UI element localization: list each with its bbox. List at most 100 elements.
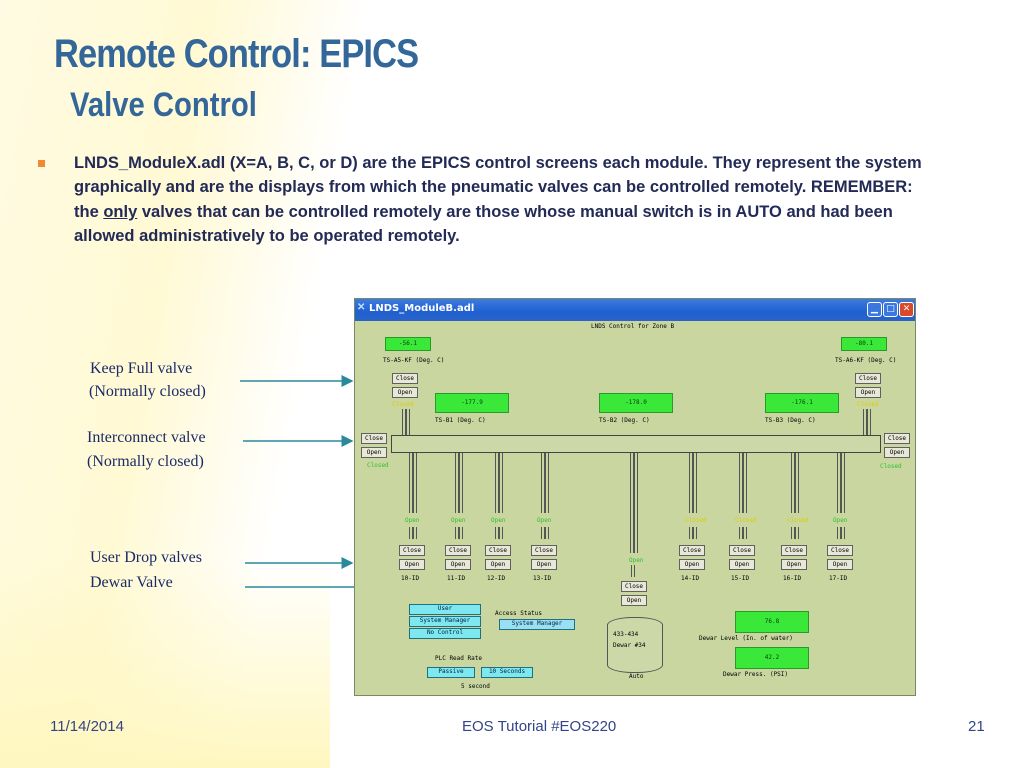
plc-read-rate-label: PLC Read Rate	[435, 655, 482, 662]
drop-valve-open-button[interactable]: Open	[399, 559, 425, 570]
epics-window: ✕ LNDS_ModuleB.adl ▁ □ ✕ LNDS Control fo…	[354, 298, 916, 696]
pipe	[406, 409, 410, 435]
drop-valve-status: Closed	[685, 517, 707, 524]
readout-ts-a5: -56.1	[385, 337, 431, 351]
readout-dewar-press-label: Dewar Press. (PSI)	[723, 671, 789, 678]
pipe	[495, 453, 499, 513]
pipe	[863, 409, 867, 435]
drop-valve-status: Closed	[735, 517, 757, 524]
dewar-valve-status: Open	[629, 557, 644, 564]
readout-ts-a6-label: TS-A6-KF (Deg. C)	[835, 357, 897, 364]
readout-ts-b2-label: TS-B2 (Deg. C)	[599, 417, 650, 424]
keep-full-right-status: Closed	[857, 401, 879, 408]
interconnect-left-open-button[interactable]: Open	[361, 447, 387, 458]
body-paragraph: LNDS_ModuleX.adl (X=A, B, C, or D) are t…	[74, 151, 924, 248]
drop-valve-status: Open	[491, 517, 506, 524]
access-status-value: System Manager	[499, 619, 575, 630]
label-keep-full: Keep Full valve	[90, 360, 193, 377]
window-titlebar[interactable]: ✕ LNDS_ModuleB.adl ▁ □ ✕	[355, 299, 915, 321]
app-icon: ✕	[357, 302, 366, 313]
drop-valve-open-button[interactable]: Open	[485, 559, 511, 570]
pipe	[689, 453, 693, 513]
body-text-emphasis: only	[103, 202, 138, 221]
drop-valve-close-button[interactable]: Close	[729, 545, 755, 556]
drop-valve-close-button[interactable]: Close	[781, 545, 807, 556]
label-interconnect-normally: (Normally closed)	[87, 453, 204, 470]
slide-subtitle: Valve Control	[70, 86, 257, 124]
dewar-mode: Auto	[629, 673, 644, 680]
slide-title: Remote Control: EPICS	[54, 32, 419, 76]
minimize-icon[interactable]: ▁	[867, 302, 882, 317]
dewar-vessel	[607, 617, 663, 673]
access-nocontrol-button[interactable]: No Control	[409, 628, 481, 639]
drop-valve-id: 13-ID	[533, 575, 552, 582]
label-dewar-valve: Dewar Valve	[90, 574, 173, 591]
drop-valve-close-button[interactable]: Close	[679, 545, 705, 556]
drop-valve-close-button[interactable]: Close	[445, 545, 471, 556]
drop-valve-id: 12-ID	[487, 575, 506, 582]
label-user-drop: User Drop valves	[90, 549, 202, 566]
pipe	[495, 527, 499, 539]
interconnect-left-status: Closed	[367, 462, 389, 469]
plc-passive-button[interactable]: Passive	[427, 667, 475, 678]
drop-valve-close-button[interactable]: Close	[399, 545, 425, 556]
access-status-label: Access Status	[495, 610, 542, 617]
pipe	[499, 453, 503, 513]
pipe	[409, 527, 413, 539]
readout-dewar-level: 76.8	[735, 611, 809, 633]
pipe	[791, 453, 795, 513]
pipe	[402, 409, 406, 435]
drop-valve-status: Closed	[787, 517, 809, 524]
interconnect-right-close-button[interactable]: Close	[884, 433, 910, 444]
drop-valve-open-button[interactable]: Open	[729, 559, 755, 570]
readout-ts-b3: -176.1	[765, 393, 839, 413]
pipe	[545, 527, 549, 539]
drop-valve-open-button[interactable]: Open	[679, 559, 705, 570]
pipe	[409, 453, 413, 513]
drop-valve-open-button[interactable]: Open	[445, 559, 471, 570]
access-user-button[interactable]: User	[409, 604, 481, 615]
keep-full-right-open-button[interactable]: Open	[855, 387, 881, 398]
drop-valve-close-button[interactable]: Close	[827, 545, 853, 556]
drop-valve-id: 16-ID	[783, 575, 802, 582]
label-interconnect: Interconnect valve	[87, 429, 206, 446]
pipe	[634, 453, 638, 553]
drop-valve-close-button[interactable]: Close	[485, 545, 511, 556]
interconnect-left-close-button[interactable]: Close	[361, 433, 387, 444]
drop-valve-close-button[interactable]: Close	[531, 545, 557, 556]
readout-dewar-press: 42.2	[735, 647, 809, 669]
drop-valve-open-button[interactable]: Open	[827, 559, 853, 570]
drop-valve-open-button[interactable]: Open	[781, 559, 807, 570]
label-keep-full-normally: (Normally closed)	[89, 383, 206, 400]
drop-valve-id: 10-ID	[401, 575, 420, 582]
window-title: LNDS_ModuleB.adl	[369, 303, 475, 314]
dewar-number: Dewar #34	[613, 642, 646, 649]
footer-center: EOS Tutorial #EOS220	[462, 718, 617, 735]
keep-full-left-status: Closed	[392, 401, 414, 408]
pipe	[541, 527, 545, 539]
pipe	[689, 527, 693, 539]
footer-date: 11/14/2014	[50, 718, 124, 735]
plc-10-seconds-button[interactable]: 10 Seconds	[481, 667, 533, 678]
readout-ts-a5-label: TS-A5-KF (Deg. C)	[383, 357, 445, 364]
keep-full-right-close-button[interactable]: Close	[855, 373, 881, 384]
zone-heading: LNDS Control for Zone B	[591, 323, 675, 330]
drop-valve-status: Open	[833, 517, 848, 524]
dewar-open-button[interactable]: Open	[621, 595, 647, 606]
keep-full-left-open-button[interactable]: Open	[392, 387, 418, 398]
body-text-part2: valves that can be controlled remotely a…	[74, 202, 893, 245]
pipe	[841, 527, 845, 539]
interconnect-right-status: Closed	[880, 463, 902, 470]
plc-current-rate: 5 second	[461, 683, 490, 690]
readout-ts-a6: -80.1	[841, 337, 887, 351]
dewar-close-button[interactable]: Close	[621, 581, 647, 592]
maximize-icon[interactable]: □	[883, 302, 898, 317]
access-sysmgr-button[interactable]: System Manager	[409, 616, 481, 627]
drop-valve-status: Open	[405, 517, 420, 524]
close-window-icon[interactable]: ✕	[899, 302, 914, 317]
interconnect-right-open-button[interactable]: Open	[884, 447, 910, 458]
drop-valve-open-button[interactable]: Open	[531, 559, 557, 570]
drop-valve-id: 11-ID	[447, 575, 466, 582]
drop-valve-id: 17-ID	[829, 575, 848, 582]
keep-full-left-close-button[interactable]: Close	[392, 373, 418, 384]
